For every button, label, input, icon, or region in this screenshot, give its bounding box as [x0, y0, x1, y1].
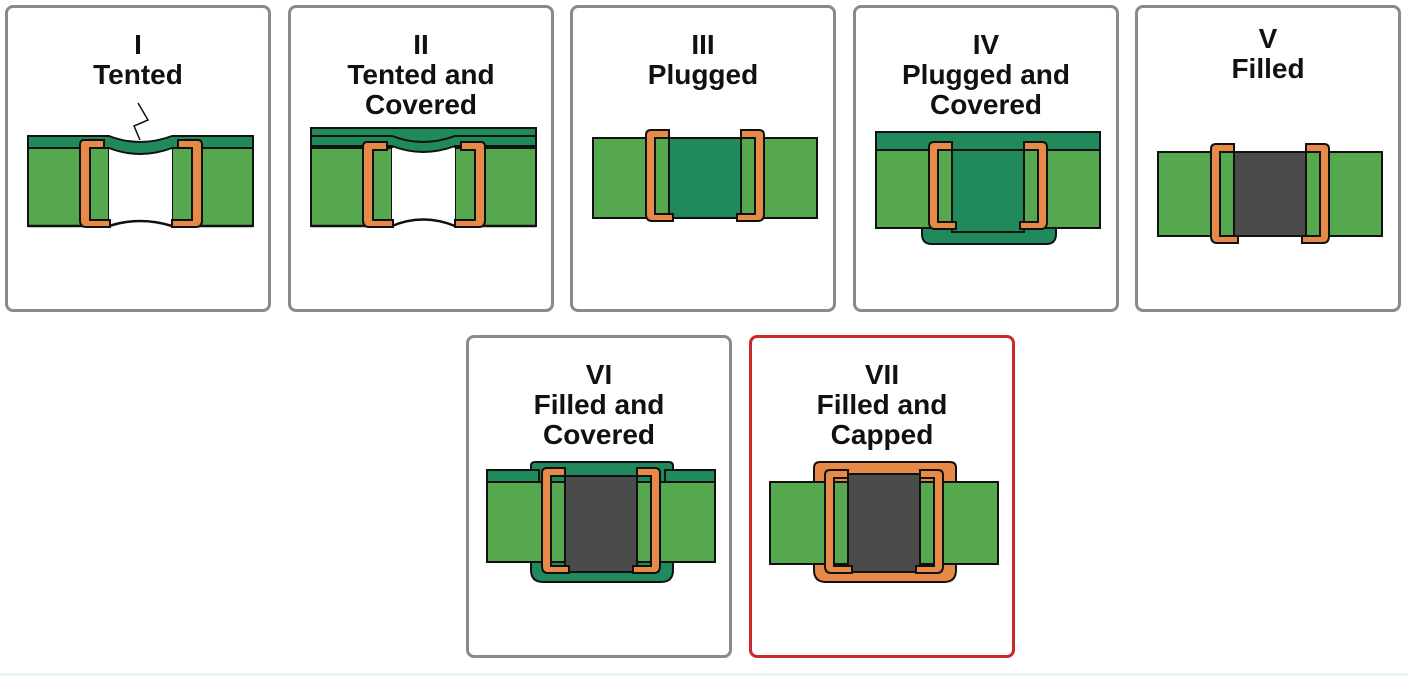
panel-numeral: VI [585, 359, 613, 390]
copper-barrel-right [1019, 141, 1048, 230]
copper-barrel-left [541, 467, 570, 574]
panel-label: Filled and [533, 389, 665, 420]
via-filled-capped-diagram [769, 461, 999, 583]
panel-label: Plugged [647, 59, 759, 90]
laminate-right [1019, 149, 1101, 229]
copper-barrel-right [736, 129, 765, 222]
copper-barrel-left [824, 469, 853, 574]
panel-title: VI Filled and Covered [469, 360, 729, 450]
copper-barrel-left [1210, 143, 1239, 244]
copper-barrel-left [928, 141, 957, 230]
laminate-right [632, 481, 716, 563]
laminate-left [592, 137, 674, 219]
panel-numeral: II [413, 29, 429, 60]
panel-title: IV Plugged and Covered [856, 30, 1116, 120]
panel-tented-covered: II Tented and Covered [288, 5, 554, 312]
panel-numeral: VII [864, 359, 900, 390]
panel-title: II Tented and Covered [291, 30, 551, 120]
crack-mark [133, 102, 150, 141]
panel-filled-capped: VII Filled and Capped [749, 335, 1015, 658]
laminate-right [915, 481, 999, 565]
panel-title: VII Filled and Capped [752, 360, 1012, 450]
copper-barrel-right [915, 469, 944, 574]
panel-plugged: III Plugged [570, 5, 836, 312]
plug-fill [951, 149, 1025, 233]
panel-title: I Tented [8, 30, 268, 90]
panel-label: Capped [830, 419, 934, 450]
copper-barrel-right [454, 141, 486, 228]
laminate-left [1157, 151, 1241, 237]
plug-fill [668, 137, 742, 219]
conductive-fill [564, 475, 638, 573]
panel-numeral: IV [972, 29, 1000, 60]
via-tented-covered-diagram [310, 127, 537, 228]
conductive-fill [1233, 151, 1307, 237]
hole-void [109, 148, 172, 226]
panel-label: Covered [929, 89, 1043, 120]
hole-void [392, 148, 455, 226]
via-plugged-diagram [592, 129, 818, 222]
panel-title: V Filled [1138, 24, 1398, 84]
via-plugged-covered-diagram [875, 131, 1101, 245]
laminate-right [171, 147, 254, 227]
panel-label: Tented [93, 59, 183, 90]
copper-barrel-right [171, 139, 203, 228]
mask-top [875, 131, 1101, 151]
laminate-right [736, 137, 818, 219]
bottom-strip [0, 673, 1408, 676]
laminate-left [310, 147, 393, 227]
tent-mask-second [310, 135, 537, 153]
panel-numeral: I [134, 29, 142, 60]
panel-label: Plugged and [902, 59, 1070, 90]
panel-filled-covered: VI Filled and Covered [466, 335, 732, 658]
mask-top-right [664, 469, 716, 483]
via-tented-diagram [27, 102, 254, 228]
copper-barrel-left [79, 139, 111, 228]
panel-label: Filled [1231, 53, 1305, 84]
copper-barrel-left [362, 141, 394, 228]
panel-label: Covered [364, 89, 478, 120]
laminate-left [486, 481, 570, 563]
mask-top-left [486, 469, 540, 483]
copper-barrel-right [1301, 143, 1330, 244]
copper-barrel-right [632, 467, 661, 574]
laminate-left [27, 147, 110, 227]
panel-filled: V Filled [1135, 5, 1401, 312]
panel-label: Covered [542, 419, 656, 450]
panel-plugged-covered: IV Plugged and Covered [853, 5, 1119, 312]
laminate-left [769, 481, 853, 565]
via-filled-diagram [1157, 143, 1383, 244]
laminate-right [454, 147, 537, 227]
panel-label: Filled and [816, 389, 948, 420]
copper-barrel-left [645, 129, 674, 222]
via-filled-covered-diagram [486, 461, 716, 583]
panel-title: III Plugged [573, 30, 833, 90]
panel-numeral: III [691, 29, 715, 60]
laminate-right [1299, 151, 1383, 237]
conductive-fill [847, 473, 921, 573]
panel-tented: I Tented [5, 5, 271, 312]
panel-numeral: V [1258, 23, 1278, 54]
laminate-left [875, 149, 957, 229]
panel-label: Tented and [347, 59, 495, 90]
